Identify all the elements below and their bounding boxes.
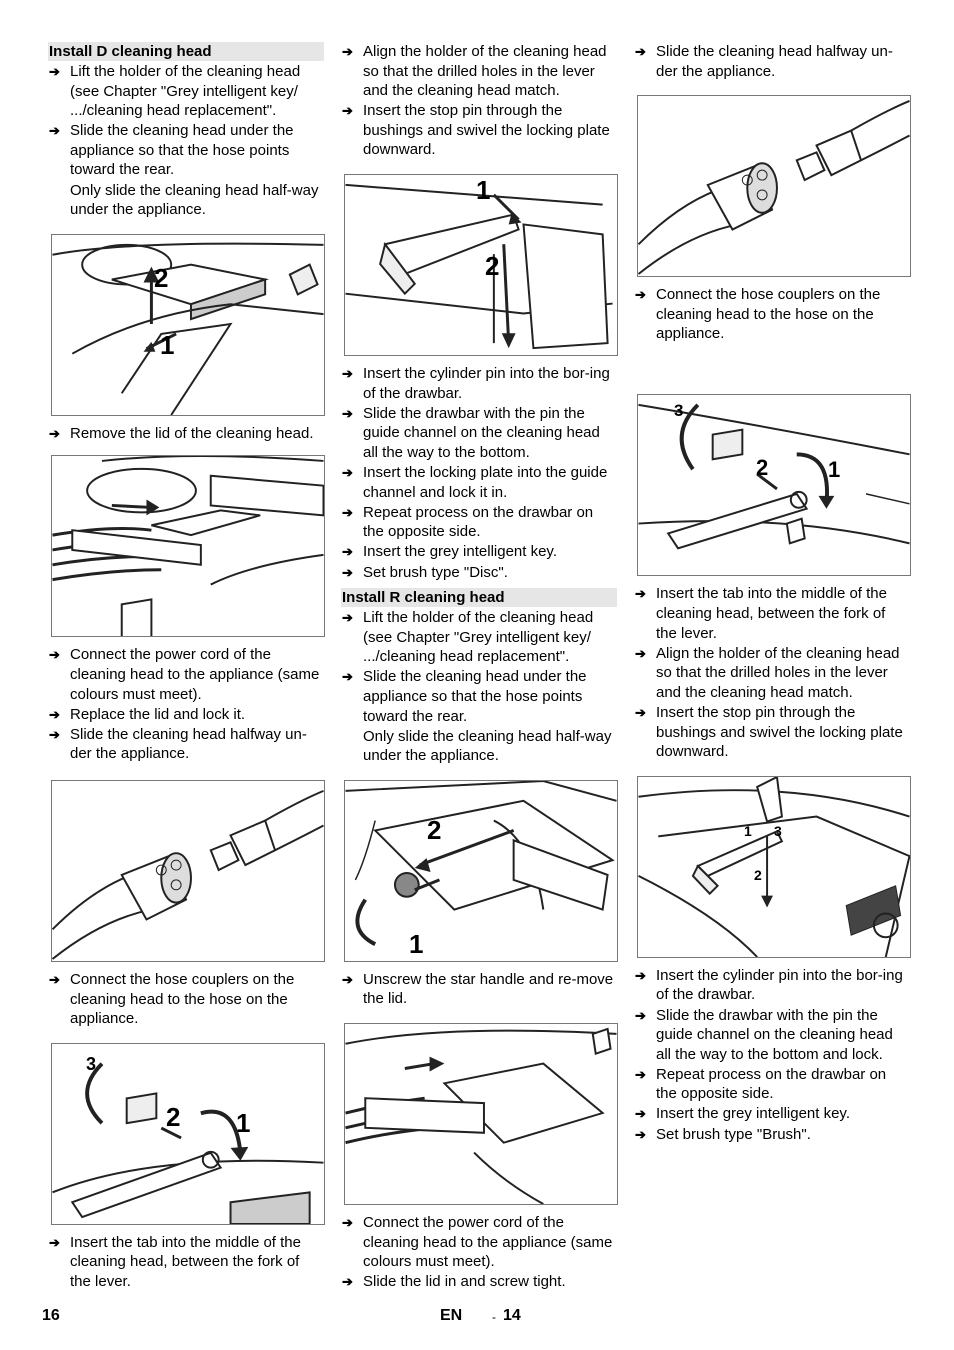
arrow-icon: ➔: [635, 967, 646, 983]
figure-lid-removal: 2 1: [51, 233, 325, 416]
callout-number: 1: [409, 928, 424, 959]
arrow-icon: ➔: [342, 504, 353, 520]
step: ➔Insert the locking plate into the guide…: [342, 464, 608, 501]
figure-hose-coupler: [51, 779, 325, 962]
figure-lever-tab-r: 3 2 1: [637, 394, 911, 577]
callout-number: 1: [160, 329, 175, 360]
callout-number: 2: [754, 866, 762, 883]
arrow-icon: ➔: [342, 103, 353, 119]
step: ➔Slide the cleaning head halfway un-der …: [49, 725, 307, 763]
step: ➔Insert the grey intelligent key.: [635, 1105, 850, 1123]
callout-number: 1: [236, 1107, 251, 1138]
figure-lever-tab: 3 2 1: [51, 1042, 325, 1225]
step: ➔Align the holder of the cleaning head s…: [342, 43, 607, 100]
step: ➔Unscrew the star handle and re-move the…: [342, 970, 614, 1008]
arrow-icon: ➔: [342, 366, 353, 382]
callout-number: 1: [828, 457, 841, 483]
figure-power-cord-r: [344, 1023, 618, 1206]
footer-separator: -: [492, 1310, 496, 1324]
step: ➔Set brush type "Brush".: [635, 1125, 811, 1143]
step: ➔Insert the tab into the middle of the c…: [49, 1233, 301, 1290]
column-3: ➔Slide the cleaning head halfway un-der …: [634, 42, 911, 1145]
arrow-icon: ➔: [635, 1126, 646, 1142]
arrow-icon: ➔: [49, 123, 60, 139]
arrow-icon: ➔: [635, 1106, 646, 1122]
note: Only slide the cleaning head half-way un…: [70, 181, 319, 219]
callout-number: 3: [674, 401, 684, 421]
step: ➔Replace the lid and lock it.: [49, 705, 246, 723]
step: ➔Slide the cleaning head halfway un-der …: [635, 43, 893, 80]
step: ➔Connect the hose couplers on the cleani…: [635, 286, 881, 343]
arrow-icon: ➔: [342, 465, 353, 481]
figure-stop-pin: 1 2: [344, 174, 618, 357]
arrow-icon: ➔: [49, 706, 60, 722]
step: ➔Slide the lid in and screw tight.: [342, 1273, 566, 1291]
arrow-icon: ➔: [49, 647, 60, 663]
section-heading-d: Install D cleaning head: [48, 42, 324, 61]
arrow-icon: ➔: [49, 425, 60, 441]
arrow-icon: ➔: [342, 564, 353, 580]
page-number: 16: [42, 1307, 60, 1324]
arrow-icon: ➔: [49, 64, 60, 79]
callout-number: 1: [476, 175, 491, 206]
figure-star-handle: 2 1: [344, 779, 618, 962]
figure-hose-coupler-r: [637, 95, 911, 278]
arrow-icon: ➔: [49, 726, 60, 742]
arrow-icon: ➔: [635, 44, 646, 59]
step: ➔Align the holder of the cleaning head s…: [635, 644, 900, 701]
step: ➔Slide the drawbar with the pin the guid…: [342, 404, 600, 461]
arrow-icon: ➔: [342, 405, 353, 421]
step: ➔Connect the hose couplers on the cleani…: [49, 970, 295, 1028]
arrow-icon: ➔: [635, 1007, 646, 1023]
step: ➔Connect the power cord of the cleaning …: [49, 646, 320, 703]
step: ➔Repeat process on the drawbar on the op…: [635, 1065, 887, 1103]
arrow-icon: ➔: [342, 610, 353, 626]
step: ➔Remove the lid of the cleaning head.: [49, 424, 314, 442]
step: ➔Insert the stop pin through the bushing…: [342, 102, 610, 159]
arrow-icon: ➔: [49, 1234, 60, 1250]
callout-number: 2: [427, 814, 442, 845]
step: ➔Slide the cleaning head under the appli…: [49, 122, 294, 179]
step: ➔Set brush type "Disc".: [342, 563, 508, 581]
callout-number: 2: [154, 262, 169, 293]
arrow-icon: ➔: [635, 705, 646, 721]
callout-number: 2: [756, 455, 769, 481]
sub-page-number: 14: [503, 1307, 521, 1324]
step: ➔Slide the drawbar with the pin the guid…: [635, 1006, 893, 1063]
arrow-icon: ➔: [342, 544, 353, 560]
step: ➔Connect the power cord of the cleaning …: [342, 1214, 613, 1271]
language-code: EN: [440, 1307, 463, 1324]
figure-drawbar-r: 1 3 2: [637, 775, 911, 958]
step: ➔Insert the grey intelligent key.: [342, 543, 557, 561]
arrow-icon: ➔: [49, 971, 60, 987]
step: ➔Insert the cylinder pin into the bor-in…: [342, 365, 610, 402]
arrow-icon: ➔: [635, 287, 646, 303]
arrow-icon: ➔: [635, 1066, 646, 1082]
arrow-icon: ➔: [635, 586, 646, 602]
callout-number: 2: [485, 251, 500, 282]
column-1: Install D cleaning head ➔Lift the holder…: [48, 42, 325, 1292]
step: ➔Insert the tab into the middle of the c…: [635, 585, 887, 642]
section-heading-r: Install R cleaning head: [341, 588, 617, 608]
lid-illustration: [52, 242, 324, 415]
callout-number: 3: [774, 822, 782, 839]
step: ➔Insert the cylinder pin into the bor-in…: [635, 966, 903, 1004]
step: ➔Lift the holder of the cleaning head (s…: [49, 63, 301, 120]
step: ➔Repeat process on the drawbar on the op…: [342, 503, 594, 541]
step: ➔Slide the cleaning head under the appli…: [342, 668, 587, 725]
figure-power-cord: [51, 455, 325, 638]
arrow-icon: ➔: [342, 1215, 353, 1231]
arrow-icon: ➔: [342, 971, 353, 987]
arrow-icon: ➔: [342, 669, 353, 685]
arrow-icon: ➔: [342, 44, 353, 59]
step: ➔Lift the holder of the cleaning head (s…: [342, 609, 594, 666]
arrow-icon: ➔: [635, 645, 646, 661]
note: Only slide the cleaning head half-way un…: [363, 727, 612, 765]
column-2: ➔Align the holder of the cleaning head s…: [341, 42, 618, 1292]
step: ➔Insert the stop pin through the bushing…: [635, 704, 903, 761]
arrow-icon: ➔: [342, 1274, 353, 1290]
callout-number: 3: [86, 1053, 97, 1074]
callout-number: 1: [744, 822, 752, 839]
callout-number: 2: [166, 1101, 181, 1132]
